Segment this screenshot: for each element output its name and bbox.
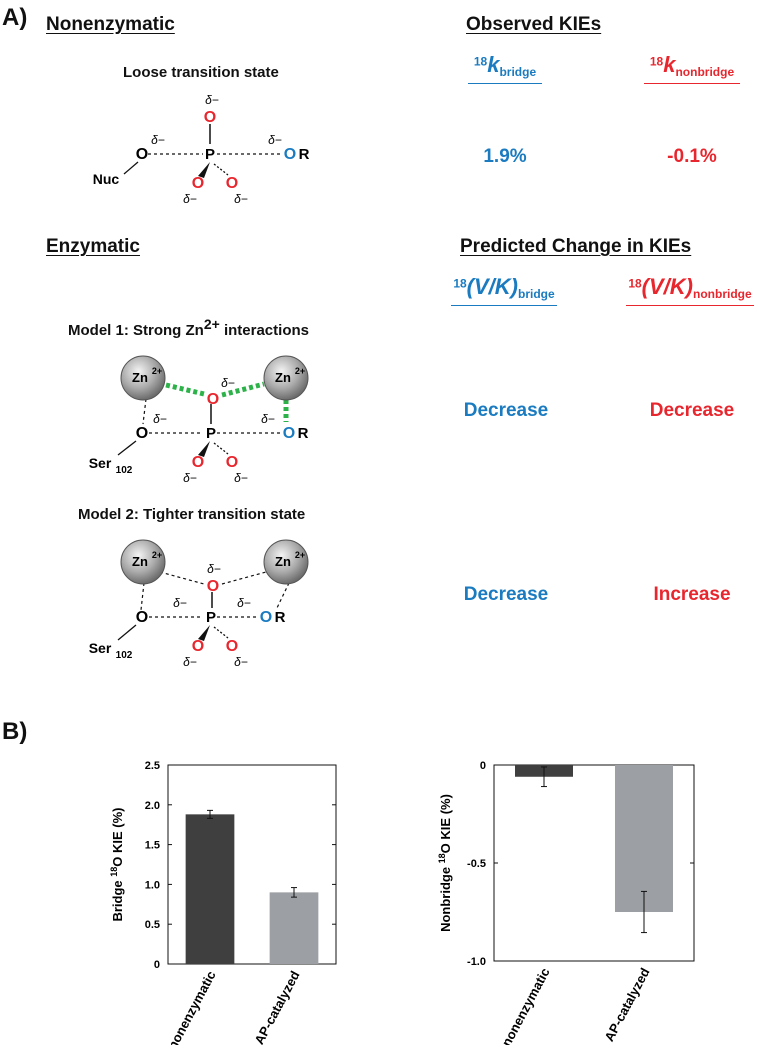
observed-nonbridge-value: -0.1% <box>667 146 717 167</box>
nonenzymatic-heading: Nonenzymatic <box>46 14 175 35</box>
oxygen-atom: O <box>192 454 204 471</box>
model1-structure: Zn 2+ Zn 2+ P O O O R O O Ser 102 δ− δ− … <box>89 355 309 485</box>
partial-charge: δ− <box>237 596 251 610</box>
leaving-group-oxygen-atom: O <box>283 425 295 442</box>
model2-bridge-prediction: Decrease <box>463 584 549 605</box>
model1-title: Model 1: Strong Zn2+ interactions <box>68 316 309 339</box>
serine-subscript: 102 <box>116 650 133 661</box>
oxygen-atom: O <box>207 578 219 595</box>
zinc-ion: Zn <box>275 554 291 569</box>
model2-structure: Zn 2+ Zn 2+ P O O O R O O Ser 102 δ− δ− … <box>89 539 309 669</box>
r-group: R <box>298 425 309 442</box>
category-label: nonenzymatic <box>165 968 219 1045</box>
model2-title: Model 2: Tighter transition state <box>78 506 306 523</box>
r-group: R <box>299 146 310 163</box>
serine-label: Ser <box>89 640 112 656</box>
zinc-charge: 2+ <box>152 550 162 560</box>
nonenzymatic-structure: P O O O R O O Nuc δ− δ− δ− δ− δ− <box>93 93 310 206</box>
y-tick-label: 2.5 <box>145 760 160 772</box>
y-tick-label: 1.5 <box>145 840 160 852</box>
zinc-ion: Zn <box>275 370 291 385</box>
nucleophile-label: Nuc <box>93 171 120 187</box>
zinc-ion: Zn <box>132 554 148 569</box>
partial-charge: δ− <box>221 376 235 390</box>
bridge-kie-chart: 0 0.5 1.0 1.5 2.0 2.5 nonenzymatic AP-catalyzed… <box>109 760 337 1045</box>
observed-bridge-value: 1.9% <box>483 146 527 167</box>
loose-ts-subtitle: Loose transition state <box>123 64 279 81</box>
partial-charge: δ− <box>173 596 187 610</box>
y-tick-label: -0.5 <box>467 858 486 870</box>
partial-charge: δ− <box>207 562 221 576</box>
partial-charge: δ− <box>183 471 197 485</box>
model2-nonbridge-prediction: Increase <box>653 584 731 605</box>
model1-nonbridge-prediction: Decrease <box>649 400 735 421</box>
zinc-charge: 2+ <box>295 366 305 376</box>
predicted-bridge-label: 18(V/K)bridge <box>448 274 560 307</box>
oxygen-atom: O <box>204 109 216 126</box>
partial-charge: δ− <box>261 412 275 426</box>
serine-label: Ser <box>89 455 112 471</box>
phosphorus-atom: P <box>206 609 216 626</box>
zinc-charge: 2+ <box>152 366 162 376</box>
plot-frame <box>167 764 337 965</box>
partial-charge: δ− <box>153 412 167 426</box>
partial-charge: δ− <box>183 192 197 206</box>
oxygen-atom: O <box>192 175 204 192</box>
serine-oxygen-atom: O <box>136 425 148 442</box>
mechanism-diagram: P O O O R O O Nuc δ− δ− δ− δ− δ− Zn 2+ Z… <box>89 93 310 669</box>
serine-oxygen-atom: O <box>136 609 148 626</box>
model1-bridge-prediction: Decrease <box>463 400 549 421</box>
enzymatic-heading: Enzymatic <box>46 236 140 257</box>
y-tick-label: 0 <box>480 760 486 772</box>
leaving-group-oxygen-atom: O <box>284 146 296 163</box>
phosphorus-atom: P <box>206 425 216 442</box>
oxygen-atom: O <box>207 391 219 408</box>
r-group: R <box>275 609 286 626</box>
y-tick-label: -1.0 <box>467 956 486 968</box>
zinc-charge: 2+ <box>295 550 305 560</box>
observed-nonbridge-label: 18knonbridge <box>640 52 744 85</box>
category-label: AP-catalyzed <box>251 968 302 1045</box>
category-label: nonenzymatic <box>499 965 553 1045</box>
y-tick-label: 0.5 <box>145 919 160 931</box>
partial-charge: δ− <box>183 655 197 669</box>
bar <box>269 892 319 964</box>
oxygen-atom: O <box>192 638 204 655</box>
category-label: AP-catalyzed <box>601 965 652 1044</box>
observed-bridge-label: 18kbridge <box>466 52 544 85</box>
bar <box>615 765 673 912</box>
partial-charge: δ− <box>234 655 248 669</box>
observed-kies-heading: Observed KIEs <box>466 14 602 35</box>
nonbridge-kie-chart: 0 -0.5 -1.0 nonenzymatic AP-catalyzed Nonbrid… <box>437 760 695 1045</box>
zinc-ion: Zn <box>132 370 148 385</box>
panel-b-label: B) <box>2 718 28 745</box>
partial-charge: δ− <box>205 93 219 107</box>
oxygen-atom: O <box>226 175 238 192</box>
y-tick-label: 1.0 <box>145 879 160 891</box>
oxygen-atom: O <box>226 454 238 471</box>
partial-charge: δ− <box>234 192 248 206</box>
phosphorus-atom: P <box>205 146 215 163</box>
y-axis-label: Bridge 18O KIE (%) <box>109 807 125 921</box>
y-tick-label: 0 <box>154 959 160 971</box>
partial-charge: δ− <box>151 133 165 147</box>
partial-charge: δ− <box>268 133 282 147</box>
predicted-nonbridge-label: 18(V/K)nonbridge <box>624 274 756 307</box>
y-axis-label: Nonbridge 18O KIE (%) <box>437 794 453 932</box>
y-tick-label: 2.0 <box>145 800 160 812</box>
bar <box>185 814 235 964</box>
nucleophile-oxygen-atom: O <box>136 146 148 163</box>
leaving-group-oxygen-atom: O <box>260 609 272 626</box>
oxygen-atom: O <box>226 638 238 655</box>
predicted-change-heading: Predicted Change in KIEs <box>460 236 692 257</box>
partial-charge: δ− <box>234 471 248 485</box>
serine-subscript: 102 <box>116 465 133 476</box>
panel-a-label: A) <box>2 4 28 31</box>
